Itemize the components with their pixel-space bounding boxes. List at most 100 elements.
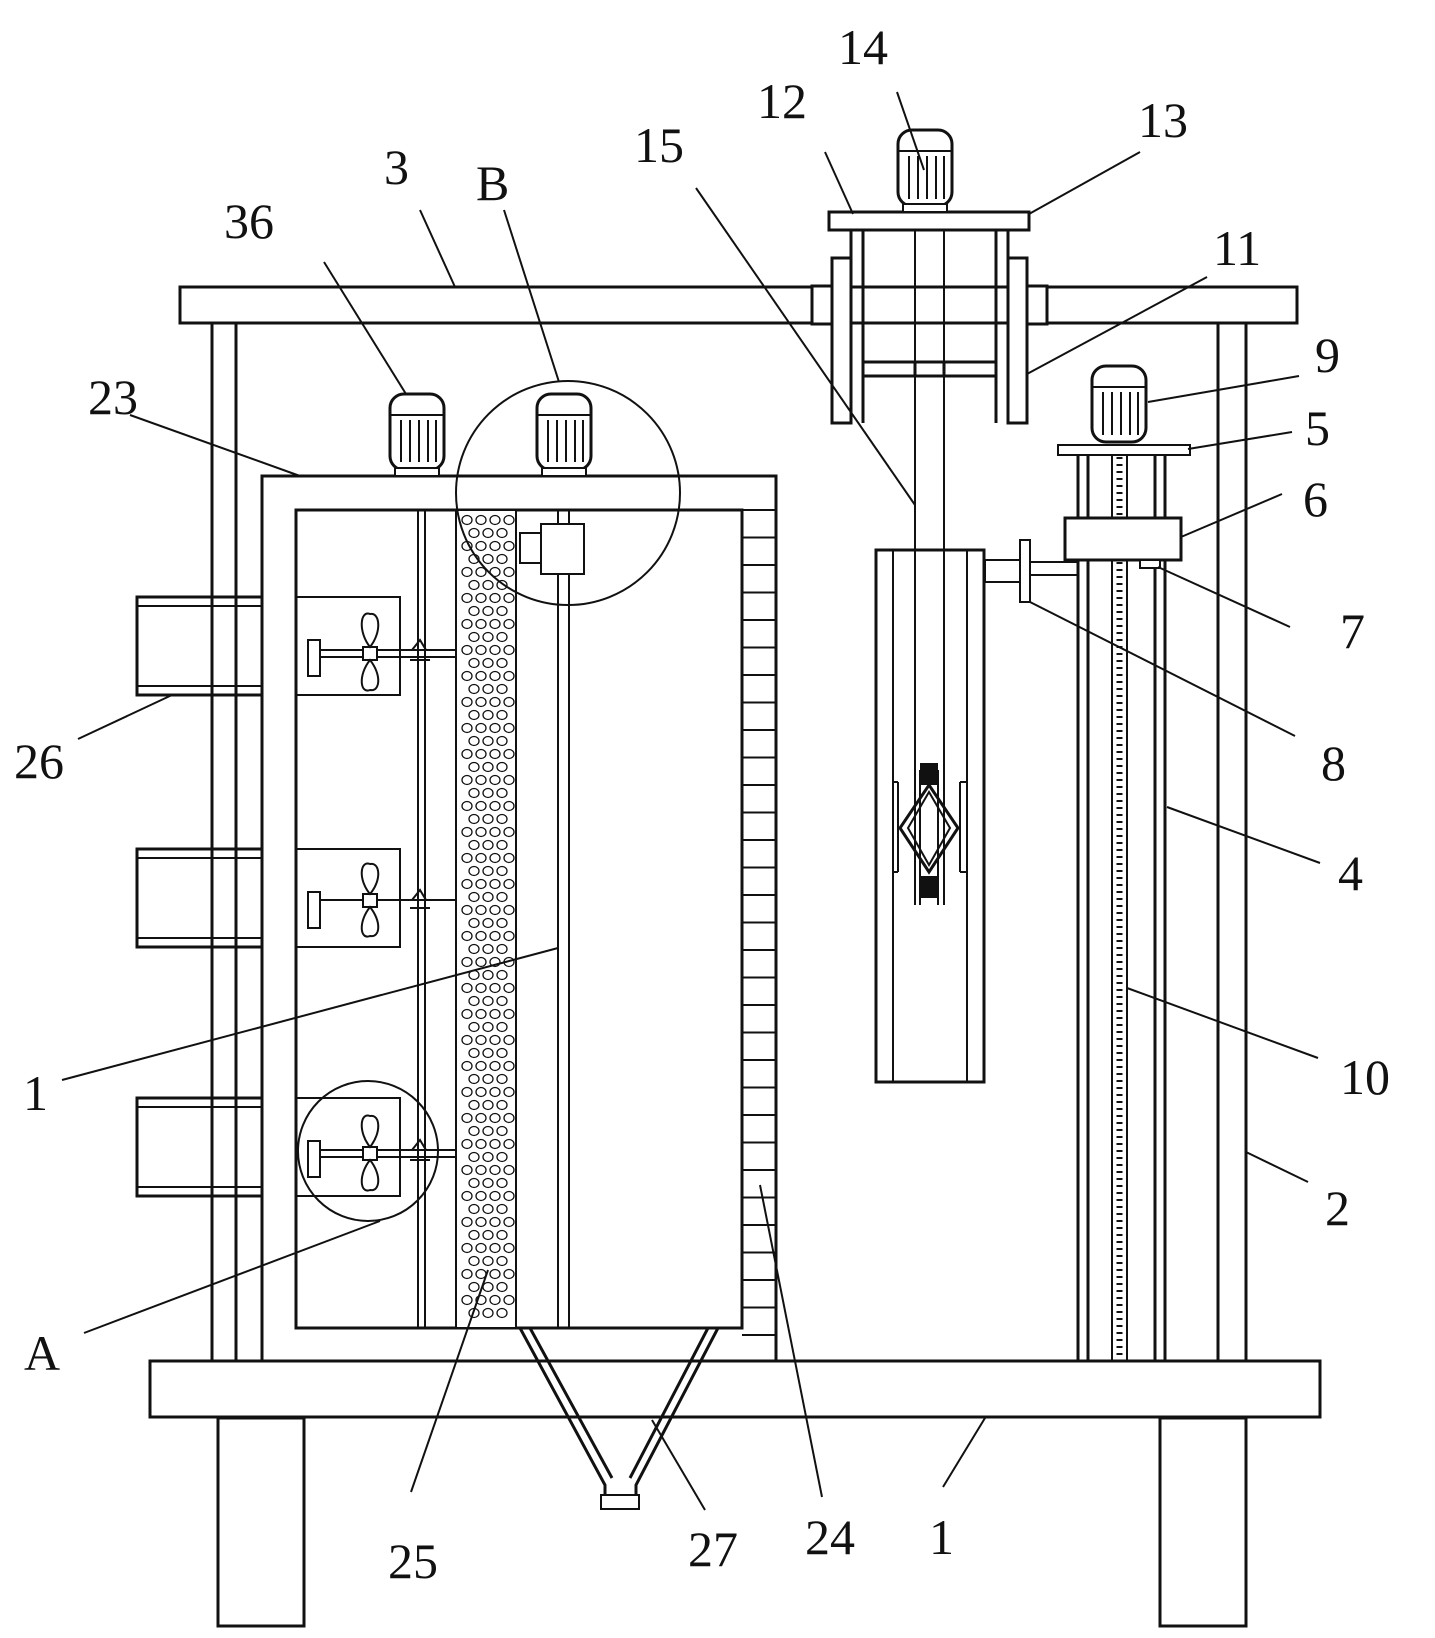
filter-hole xyxy=(496,1281,508,1293)
filter-hole xyxy=(461,748,473,760)
label-9: 9 xyxy=(1315,327,1340,383)
filter-hole xyxy=(503,722,515,734)
filter-hole xyxy=(503,618,515,630)
filter-hole xyxy=(475,1034,487,1046)
filter-hole xyxy=(489,800,501,812)
filter-hole xyxy=(468,579,480,591)
filter-hole xyxy=(461,982,473,994)
filter-hole xyxy=(489,982,501,994)
filter-hole xyxy=(503,540,515,552)
filter-hole xyxy=(496,1099,508,1111)
filter-hole xyxy=(503,1138,515,1150)
filter-hole xyxy=(496,1125,508,1137)
motor-14 xyxy=(896,128,954,213)
filter-hole xyxy=(461,1112,473,1124)
stirring-rod xyxy=(519,510,585,1328)
filter-hole xyxy=(461,1216,473,1228)
filter-hole xyxy=(496,839,508,851)
filter-hole xyxy=(503,774,515,786)
hanging-vessel xyxy=(874,548,986,1084)
filter-hole xyxy=(475,1138,487,1150)
filter-hole xyxy=(489,930,501,942)
filter-hole xyxy=(489,1216,501,1228)
mixing-head xyxy=(892,763,966,898)
filter-hole xyxy=(489,592,501,604)
filter-hole xyxy=(482,761,494,773)
filter-hole xyxy=(496,1307,508,1319)
filter-hole xyxy=(475,618,487,630)
filter-hole xyxy=(503,852,515,864)
filter-hole xyxy=(461,930,473,942)
filter-hole xyxy=(496,683,508,695)
top-beam xyxy=(178,285,1299,325)
filter-hole xyxy=(482,1307,494,1319)
filter-hole xyxy=(475,1190,487,1202)
fan-blade-3 xyxy=(307,1114,455,1192)
filter-hole xyxy=(475,540,487,552)
filter-hole xyxy=(468,917,480,929)
filter-hole xyxy=(496,917,508,929)
filter-hole xyxy=(489,956,501,968)
filter-hole xyxy=(461,1242,473,1254)
label-24: 24 xyxy=(805,1509,855,1565)
filter-hole xyxy=(482,527,494,539)
filter-hole xyxy=(482,995,494,1007)
filter-hole xyxy=(503,1086,515,1098)
filter-hole xyxy=(475,800,487,812)
filter-hole xyxy=(489,1190,501,1202)
label-13: 13 xyxy=(1138,92,1188,148)
filter-hole xyxy=(489,1138,501,1150)
filter-hole xyxy=(489,904,501,916)
filter-hole xyxy=(503,930,515,942)
label-12: 12 xyxy=(757,73,807,129)
filter-hole xyxy=(468,683,480,695)
filter-hole xyxy=(482,865,494,877)
filter-hole xyxy=(503,1294,515,1306)
filter-hole xyxy=(496,865,508,877)
filter-hole xyxy=(468,631,480,643)
filter-hole xyxy=(482,1125,494,1137)
detail-circle-b xyxy=(455,380,681,606)
filter-hole xyxy=(496,1151,508,1163)
filter-hole xyxy=(461,722,473,734)
filter-hole xyxy=(468,787,480,799)
filter-hole xyxy=(503,904,515,916)
filter-hole xyxy=(489,748,501,760)
filter-hole xyxy=(468,1203,480,1215)
filter-hole xyxy=(503,1034,515,1046)
filter-hole xyxy=(468,761,480,773)
filter-hole xyxy=(468,735,480,747)
filter-hole xyxy=(461,670,473,682)
filter-hole xyxy=(475,1112,487,1124)
filter-hole xyxy=(496,709,508,721)
fan-units xyxy=(295,596,401,1197)
filter-hole xyxy=(496,553,508,565)
filter-hole xyxy=(489,1034,501,1046)
filter-hole xyxy=(503,1008,515,1020)
filter-hole xyxy=(482,1203,494,1215)
label-a: A xyxy=(24,1325,60,1381)
filter-hole xyxy=(489,514,501,526)
rib-strip xyxy=(742,509,776,1336)
label-26: 26 xyxy=(14,733,64,789)
filter-hole xyxy=(503,826,515,838)
filter-hole xyxy=(468,943,480,955)
filter-hole xyxy=(496,1073,508,1085)
filter-hole xyxy=(468,527,480,539)
filter-hole xyxy=(496,1177,508,1189)
filter-hole xyxy=(468,839,480,851)
filter-hole xyxy=(489,852,501,864)
filter-hole xyxy=(503,1060,515,1072)
filter-hole xyxy=(482,1177,494,1189)
filter-hole xyxy=(482,1073,494,1085)
filter-hole xyxy=(503,1216,515,1228)
lift-top-plate-13 xyxy=(827,210,1031,232)
detail-circle-a xyxy=(297,1080,439,1222)
filter-hole xyxy=(489,1294,501,1306)
filter-hole xyxy=(468,995,480,1007)
label-3: 3 xyxy=(384,139,409,195)
filter-hole xyxy=(503,800,515,812)
filter-hole xyxy=(503,878,515,890)
filter-hole xyxy=(503,1190,515,1202)
filter-hole xyxy=(482,1047,494,1059)
